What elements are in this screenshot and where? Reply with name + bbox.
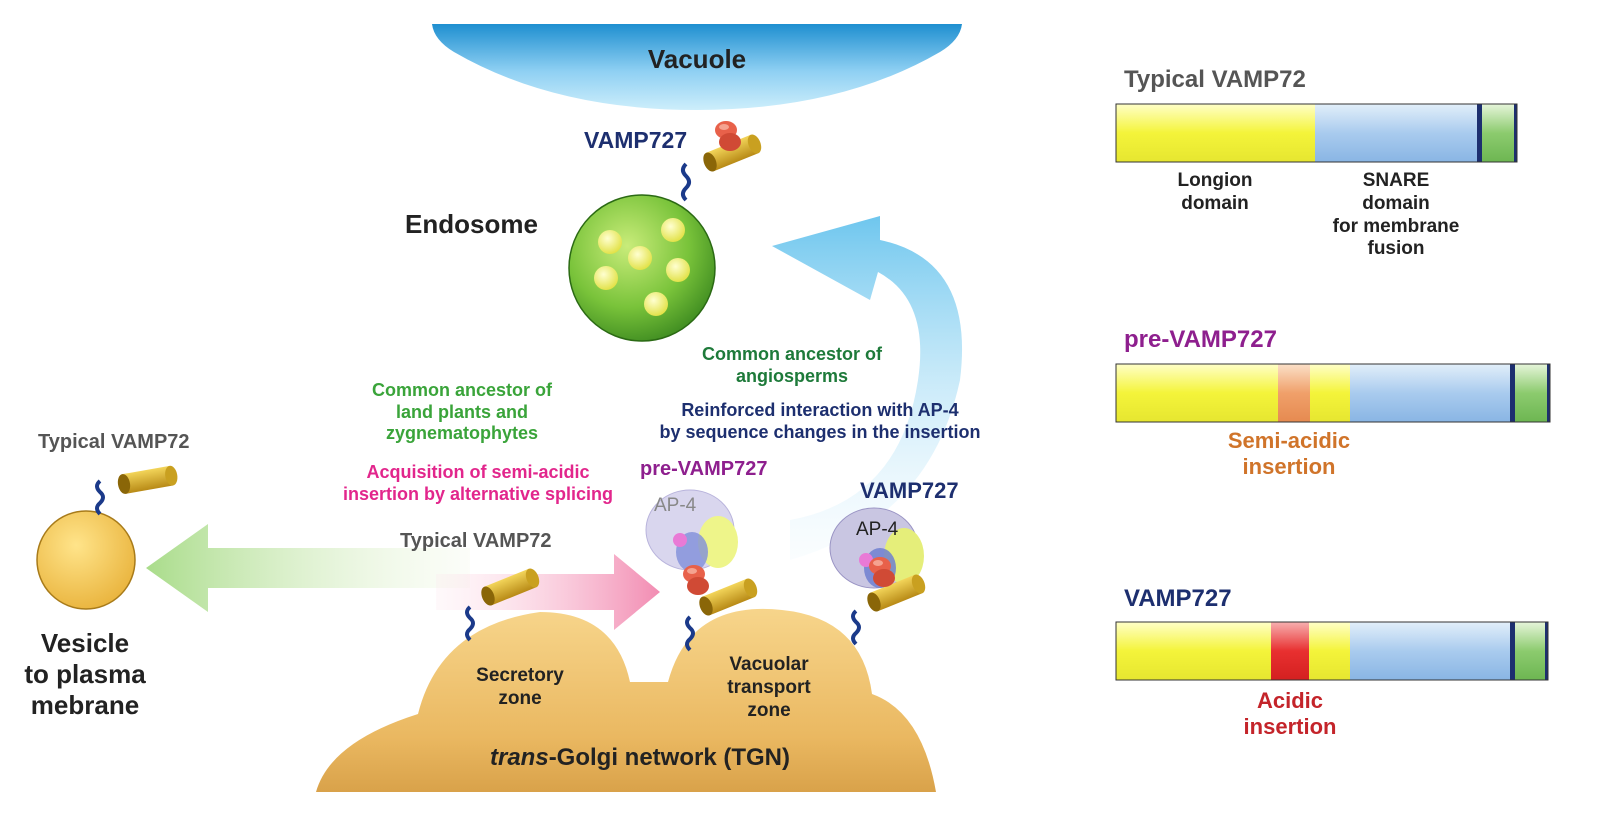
typical-vamp72-left-label: Typical VAMP72 bbox=[38, 431, 190, 453]
semi-acidic-insertion-label: Semi-acidic insertion bbox=[1227, 428, 1351, 480]
snare-domain-label: SNARE domain for membrane fusion bbox=[1332, 170, 1460, 260]
secretory-zone-label: Secretory zone bbox=[476, 665, 564, 709]
vacuole-label: Vacuole bbox=[647, 44, 747, 74]
common-ancestor-land-label: Common ancestor of land plants and zygne… bbox=[371, 380, 553, 444]
endosome-beads bbox=[594, 218, 690, 316]
vacuole-shape bbox=[432, 24, 962, 110]
typical-vamp72-title: Typical VAMP72 bbox=[1124, 66, 1306, 93]
tgn-typical-anchor bbox=[465, 605, 475, 642]
vesicle-vamp72-icon bbox=[116, 464, 179, 495]
vamp727-bar bbox=[1115, 621, 1549, 681]
tgn-pre-anchor bbox=[685, 615, 695, 652]
vamp727-right-label: VAMP727 bbox=[860, 478, 959, 503]
vesicle-shape bbox=[36, 510, 136, 610]
ap4-complex-left bbox=[645, 489, 738, 572]
vamp727-top-label: VAMP727 bbox=[584, 127, 688, 153]
tgn-pre-knob-icon bbox=[683, 565, 709, 595]
vesicle-label: Vesicle to plasma mebrane bbox=[24, 628, 146, 721]
endosome-anchor bbox=[681, 162, 691, 202]
vacuolar-zone-label: Vacuolar transport zone bbox=[727, 654, 811, 721]
pink-arrow bbox=[436, 554, 660, 630]
vesicle-anchor bbox=[95, 479, 105, 516]
endosome-knob-icon bbox=[715, 121, 741, 151]
typical-vamp72-center-label: Typical VAMP72 bbox=[400, 530, 552, 552]
ap4-left-label: AP-4 bbox=[654, 495, 697, 516]
pre-vamp727-title: pre-VAMP727 bbox=[1124, 326, 1277, 353]
pre-vamp727-bar bbox=[1115, 363, 1551, 423]
longin-domain-label: Longion domain bbox=[1177, 170, 1253, 214]
tgn-label-rest: -Golgi network (TGN) bbox=[548, 744, 790, 771]
tgn-label-italic: trans bbox=[490, 744, 549, 771]
tgn-shape bbox=[316, 608, 936, 792]
acidic-insertion-label: Acidic insertion bbox=[1243, 688, 1337, 740]
acquisition-label: Acquisition of semi-acidic insertion by … bbox=[342, 462, 614, 504]
reinforced-label: Reinforced interaction with AP-4 by sequ… bbox=[659, 400, 981, 442]
ap4-right-label: AP-4 bbox=[856, 519, 899, 540]
pre-vamp727-label: pre-VAMP727 bbox=[640, 458, 768, 480]
tgn-vamp727-anchor bbox=[851, 609, 861, 646]
endosome-label: Endosome bbox=[405, 209, 538, 239]
green-arrow bbox=[146, 524, 470, 612]
typical-vamp72-bar bbox=[1115, 103, 1518, 163]
tgn-label: trans-Golgi network (TGN) bbox=[490, 744, 790, 772]
blue-arrow bbox=[772, 216, 963, 560]
common-ancestor-angio-label: Common ancestor of angiosperms bbox=[701, 344, 883, 386]
vamp727-title: VAMP727 bbox=[1124, 585, 1232, 612]
